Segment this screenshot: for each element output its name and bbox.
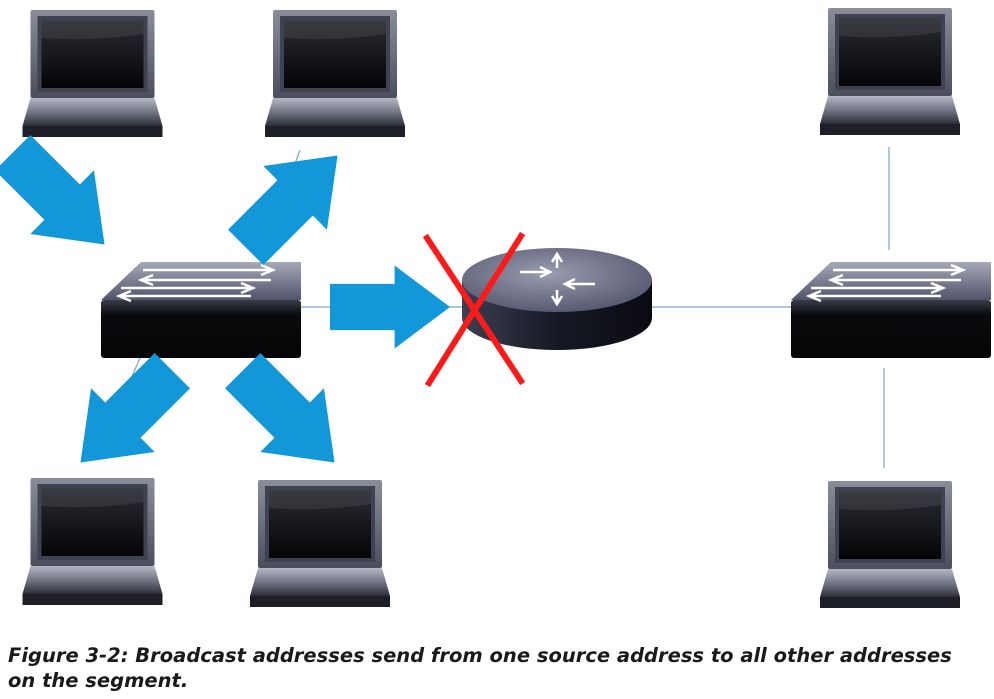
laptop-icon (820, 481, 960, 608)
laptop-icon (820, 8, 960, 135)
laptop-icon (22, 478, 163, 605)
broadcast-arrow-in-icon (0, 120, 137, 277)
switch-icon (100, 260, 302, 360)
switch-icon (790, 260, 992, 360)
broadcast-arrow-down-left-icon (48, 338, 205, 495)
broadcast-arrow-up-icon (213, 123, 370, 280)
blocked-x-icon (422, 231, 526, 388)
laptop-icon (265, 10, 405, 137)
broadcast-arrow-router-icon (330, 265, 450, 349)
figure-caption: Figure 3-2: Broadcast addresses send fro… (8, 644, 952, 692)
network-diagram (0, 8, 992, 608)
router-icon (462, 248, 652, 350)
broadcast-arrow-down-right-icon (210, 338, 367, 495)
laptop-icon (22, 10, 163, 137)
laptop-icon (250, 480, 390, 607)
